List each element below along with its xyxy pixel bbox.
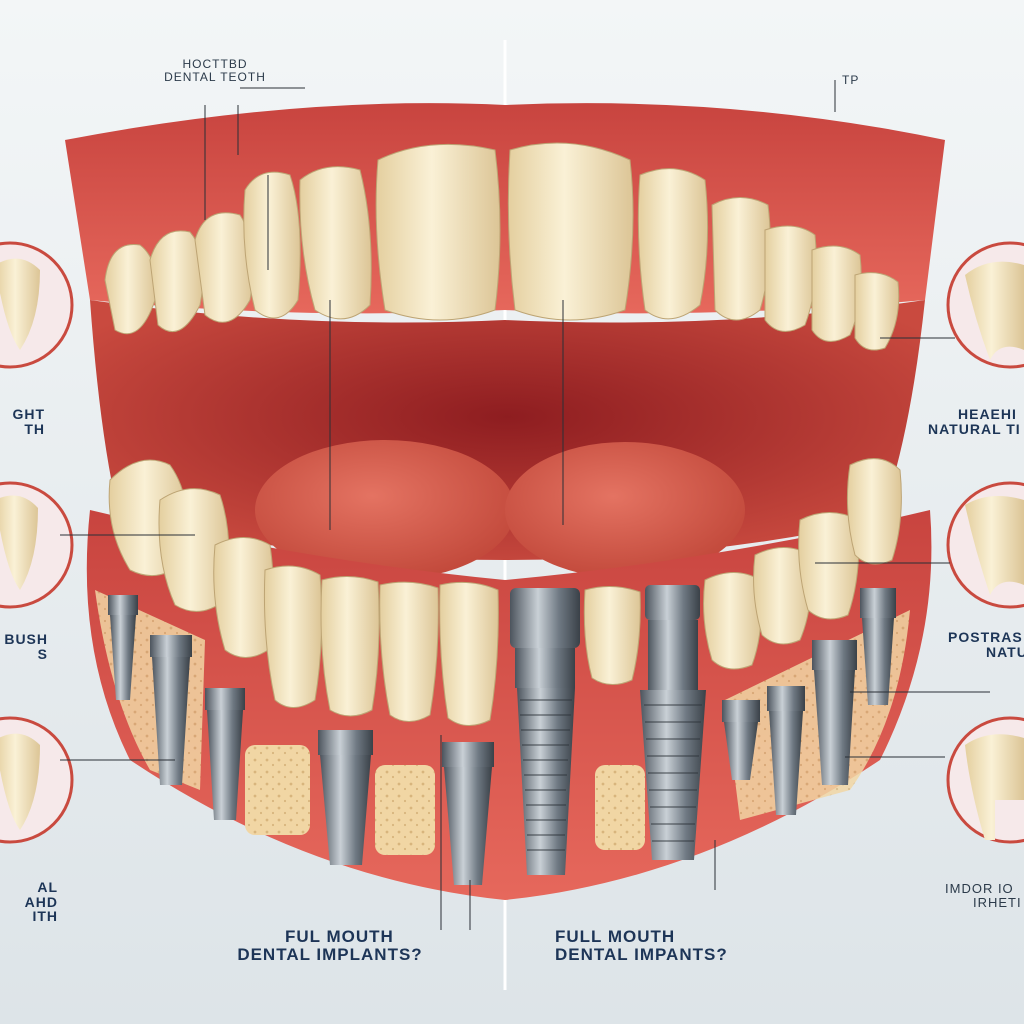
leader-lines	[60, 80, 990, 930]
label-right-1-line1: HEAEHI	[958, 407, 1017, 422]
tongue	[255, 440, 515, 580]
caption-right-line1: FULL MOUTH	[555, 927, 676, 946]
label-right-2-line1: POSTRAS	[948, 630, 1023, 645]
label-left-1-line1: GHT	[12, 406, 45, 422]
lower-teeth	[108, 458, 902, 726]
label-left-1-line2: TH	[24, 420, 45, 437]
caption-right-line2: DENTAL IMPANTS?	[555, 944, 728, 964]
label-right-1: HEAEHI NATURAL TI	[928, 407, 1024, 436]
label-left-2-line2: S	[37, 645, 48, 662]
label-right-3-line1: IMDOR IO	[945, 882, 1014, 896]
caption-left-line2: DENTAL IMPLANTS?	[237, 944, 423, 964]
label-right-1-line2: NATURAL TI	[928, 420, 1021, 437]
caption-left-line1: FUL MOUTH	[285, 927, 394, 946]
label-top-left-line1: HOCTTBD	[182, 57, 248, 71]
label-top-left-line2: DENTAL TEOTH	[164, 69, 266, 84]
label-right-3: IMDOR IO IRHETI	[945, 882, 1024, 909]
label-right-2-line2: NATU	[986, 643, 1024, 660]
label-left-3-line2: ITH	[32, 908, 58, 925]
label-left-3: AL AHD ITH	[0, 880, 58, 924]
label-top-right: TP	[842, 73, 860, 87]
label-left-1: GHT TH	[0, 407, 45, 436]
upper-teeth	[104, 142, 900, 351]
right-insets	[946, 241, 1024, 844]
dental-implants	[108, 585, 896, 885]
label-left-2-line1: BUSH	[4, 631, 48, 647]
label-right-2: POSTRAS NATU	[948, 630, 1024, 659]
caption-right: FULL MOUTH DENTAL IMPANTS?	[555, 928, 815, 964]
label-left-3-line1: AL AHD	[24, 879, 58, 910]
label-top-left: HOCTTBD DENTAL TEOTH	[155, 58, 275, 83]
label-right-3-line2: IRHETI	[973, 894, 1022, 910]
label-left-2: BUSH S	[0, 632, 48, 661]
left-insets	[0, 241, 74, 844]
caption-left: FUL MOUTH DENTAL IMPLANTS?	[215, 928, 445, 964]
